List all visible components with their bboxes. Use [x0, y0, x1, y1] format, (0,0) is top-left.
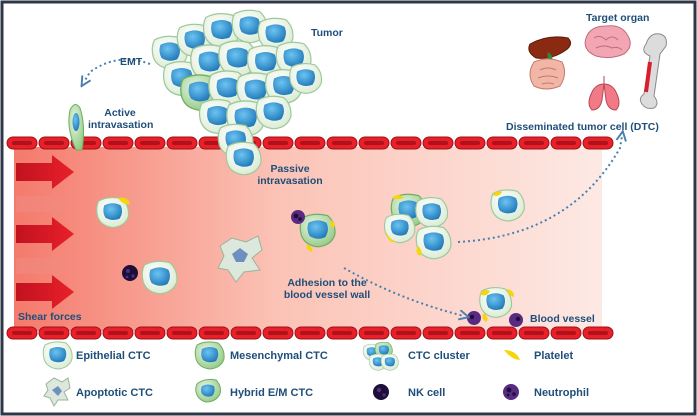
red-blood-cell: [262, 136, 294, 150]
epithelial-ctc-with-platelet: [96, 197, 130, 228]
passive-intravasation-line2: intravasation: [257, 175, 323, 187]
active-intravasation-line2: intravasation: [88, 119, 154, 131]
red-blood-cell: [262, 326, 294, 340]
red-blood-cell: [38, 326, 70, 340]
legend-platelet-label: Platelet: [534, 350, 574, 362]
legend-mesenchymal-label: Mesenchymal CTC: [230, 350, 328, 362]
shear-arrow-3: [16, 217, 74, 251]
legend-mesenchymal-icon: [194, 341, 225, 370]
red-blood-cell: [326, 326, 358, 340]
red-blood-cell: [390, 136, 422, 150]
legend-apoptotic-icon: [43, 377, 71, 407]
legend-nk-label: NK cell: [408, 387, 446, 399]
red-blood-cell: [390, 326, 422, 340]
red-blood-cell: [6, 136, 38, 150]
red-blood-cell: [134, 326, 166, 340]
legend-epithelial-label: Epithelial CTC: [76, 350, 151, 362]
brain-icon: [584, 25, 631, 59]
red-blood-cell: [38, 136, 70, 150]
red-blood-cell: [70, 326, 102, 340]
intestine-icon: [529, 58, 566, 90]
red-blood-cell: [582, 136, 614, 150]
red-blood-cell: [422, 136, 454, 150]
red-blood-cell: [518, 326, 550, 340]
red-blood-cell: [422, 326, 454, 340]
legend-cluster-label: CTC cluster: [408, 350, 470, 362]
red-blood-cell: [134, 136, 166, 150]
adhesion-label: Adhesion to the blood vessel wall: [272, 277, 382, 301]
legend-apoptotic-label: Apoptotic CTC: [76, 387, 153, 399]
blood-vessel-label: Blood vessel: [530, 313, 595, 325]
ctc-cluster-in-vessel: [383, 193, 452, 260]
red-blood-cell: [454, 326, 486, 340]
bone-icon: [639, 33, 667, 109]
red-blood-cell: [166, 326, 198, 340]
red-blood-cell: [102, 326, 134, 340]
red-blood-cell: [166, 136, 198, 150]
passive-intravasation-line1: Passive: [270, 163, 310, 175]
red-blood-cell: [486, 326, 518, 340]
tumor-cell: [289, 63, 323, 94]
lungs-icon: [588, 76, 620, 111]
epithelial-ctc-2: [141, 260, 178, 295]
red-blood-cell: [294, 326, 326, 340]
hybrid-ctc-with-neutrophil: [291, 210, 336, 252]
adhesion-line2: blood vessel wall: [283, 289, 371, 301]
adhesion-arrow: [343, 267, 464, 316]
red-blood-cell: [102, 136, 134, 150]
shear-arrow-1: [16, 155, 74, 189]
shear-arrow-5: [16, 275, 74, 309]
legend-neutrophil-icon: [503, 384, 519, 400]
red-blood-cell: [550, 136, 582, 150]
legend-neutrophil-label: Neutrophil: [534, 387, 589, 399]
red-blood-cell: [550, 326, 582, 340]
tumor-label: Tumor: [311, 27, 343, 39]
shear-arrow-2: [16, 190, 72, 218]
red-blood-cell: [358, 326, 390, 340]
legend-hybrid-label: Hybrid E/M CTC: [230, 387, 314, 399]
active-intravasation-line1: Active: [104, 107, 136, 119]
shear-force-arrows: [16, 155, 74, 309]
target-organ-label: Target organ: [586, 12, 650, 24]
shear-arrow-4: [16, 252, 72, 280]
red-blood-cell: [198, 326, 230, 340]
adhesion-line1: Adhesion to the: [287, 277, 367, 289]
red-blood-cell: [486, 136, 518, 150]
legend-hybrid-icon: [195, 378, 221, 403]
emt-label: EMT: [120, 56, 143, 68]
red-blood-cell: [518, 136, 550, 150]
shear-forces-label: Shear forces: [18, 311, 82, 323]
vessel-wall-top: [6, 136, 614, 150]
dtc-label: Disseminated tumor cell (DTC): [506, 121, 659, 133]
red-blood-cell: [326, 136, 358, 150]
active-intravasation-cell: [68, 104, 85, 151]
red-blood-cell: [358, 136, 390, 150]
legend-epithelial-icon: [42, 341, 73, 370]
red-blood-cell: [294, 136, 326, 150]
red-blood-cell: [582, 326, 614, 340]
red-blood-cell: [6, 326, 38, 340]
passive-intravasation-label: Passive intravasation: [252, 163, 328, 187]
red-blood-cell: [230, 326, 262, 340]
epithelial-ctc-right: [490, 189, 525, 222]
legend-platelet-icon: [504, 350, 520, 360]
tumor-cell: [255, 95, 292, 130]
legend-nk-icon: [373, 384, 389, 400]
nk-cell-attacking: [122, 265, 138, 281]
red-blood-cell: [454, 136, 486, 150]
apoptotic-ctc: [217, 235, 263, 283]
vessel-wall-bottom: [6, 326, 614, 340]
active-intravasation-label: Active intravasation: [88, 107, 154, 131]
